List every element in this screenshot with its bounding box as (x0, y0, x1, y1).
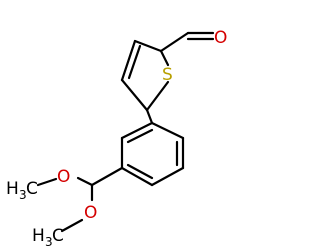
bond-thiophene-to-benzene (145, 108, 154, 125)
bond-ring-to-acetal (90, 166, 124, 187)
bond-benz-3 (150, 166, 185, 187)
methyl-upper-subscript: 3 (19, 188, 27, 202)
bond-benz-6b (126, 128, 154, 144)
bond-acetal-o-upper (76, 176, 94, 187)
bond-ring-to-cho (159, 31, 190, 53)
methyl-lower-h-label: H (32, 226, 45, 246)
structure-canvas: O S O O H 3 C H 3 C (6, 28, 227, 249)
bond-o-upper-methyl (36, 177, 58, 187)
methyl-upper-h-label: H (6, 179, 19, 199)
molecule-diagram: O S O O H 3 C H 3 C (6, 28, 227, 249)
aldehyde-oxygen-label: O (214, 28, 227, 48)
bond-benz-6a (120, 121, 154, 140)
methyl-lower-subscript: 3 (45, 235, 53, 249)
bond-c5-c4 (120, 78, 149, 112)
bond-c2-s (159, 49, 170, 67)
methoxy-oxygen-upper-label: O (57, 167, 70, 187)
bond-s-c5 (145, 80, 170, 112)
bond-c4-c3-b (127, 44, 142, 80)
methoxy-oxygen-lower-label: O (84, 203, 97, 223)
bond-o-lower-methyl (60, 218, 84, 233)
bond-c3-c2 (133, 39, 163, 53)
methyl-lower-c-label: C (52, 226, 64, 246)
bond-c4-c3-a (120, 39, 137, 82)
bond-benz-1 (150, 121, 185, 140)
bond-benz-4a (120, 166, 154, 187)
thiophene-sulfur-label: S (162, 65, 173, 85)
bond-benz-4b (126, 163, 154, 180)
methyl-upper-c-label: C (26, 179, 38, 199)
